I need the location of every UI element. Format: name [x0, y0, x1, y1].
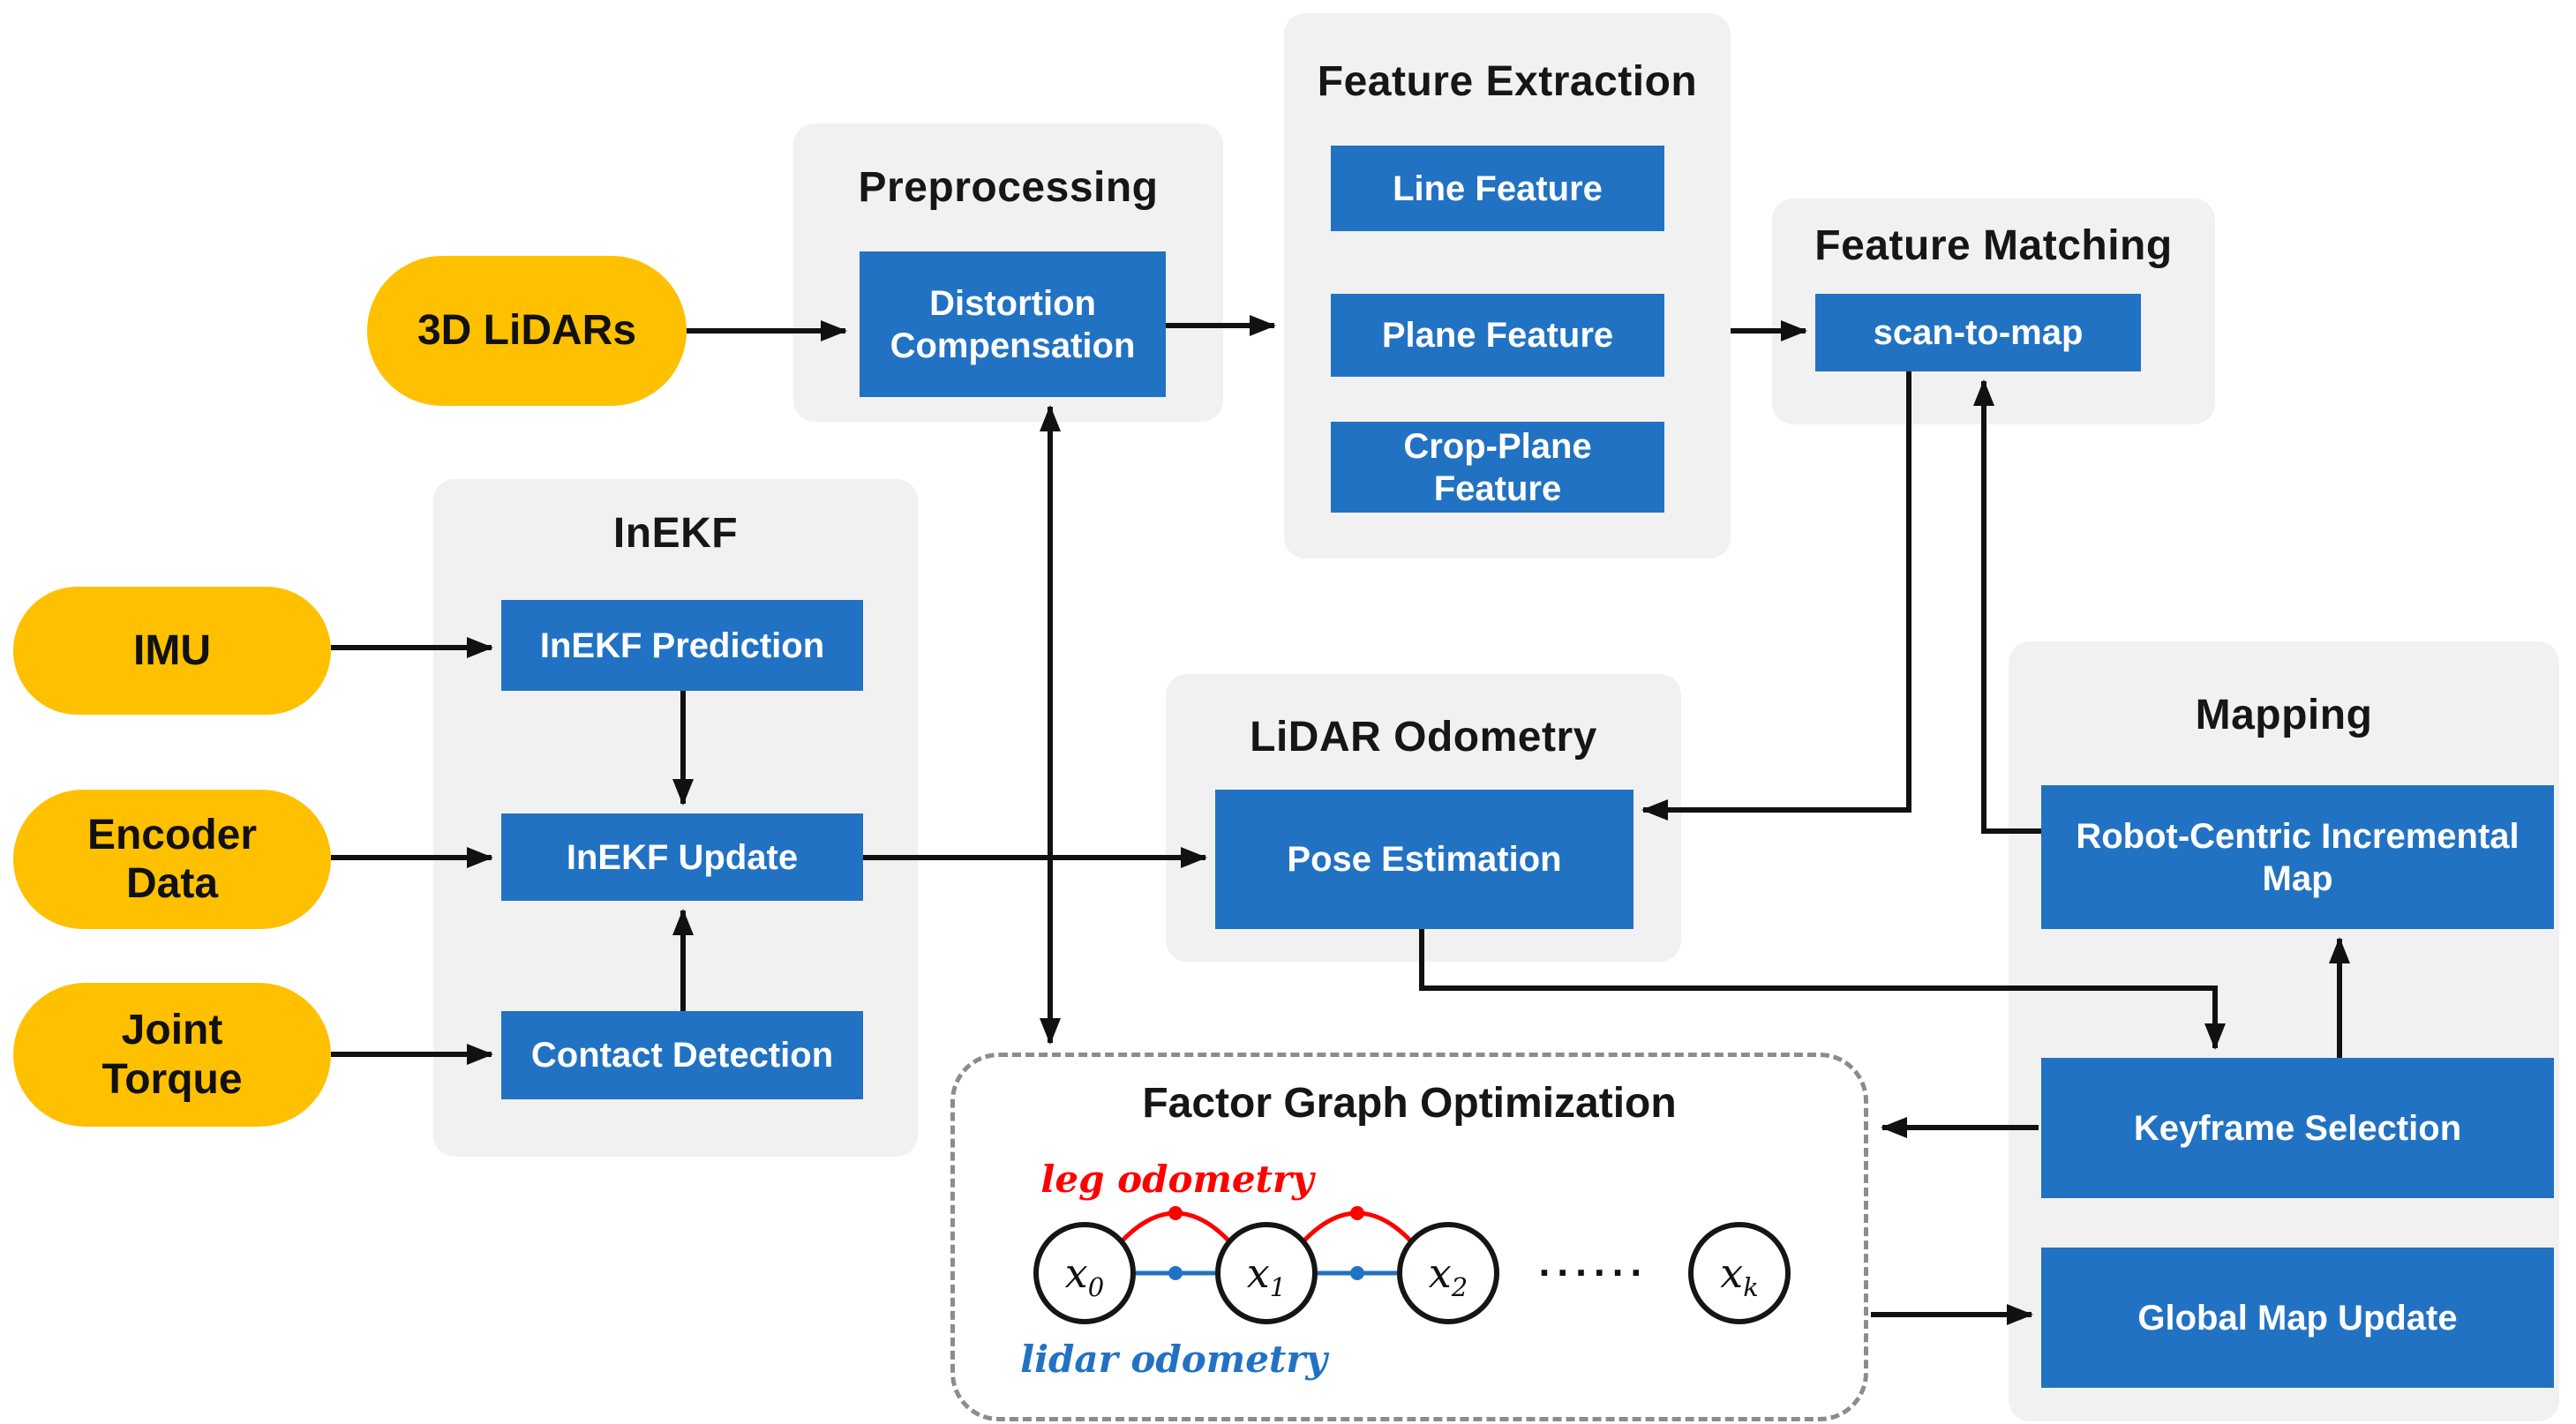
box-inekf-update: InEKF Update — [501, 813, 863, 901]
box-line-feature: Line Feature — [1331, 146, 1664, 231]
factor-graph-node-x0: x0 — [1033, 1222, 1136, 1324]
box-contact-detection: Contact Detection — [501, 1011, 863, 1099]
factor-graph-node-x1: x1 — [1215, 1222, 1318, 1324]
factor-graph-box: Factor Graph Optimization — [950, 1053, 1868, 1421]
factor-graph-node-xk: xk — [1688, 1222, 1791, 1324]
group-title-mapping: Mapping — [2195, 692, 2373, 738]
factor-graph-node-x2: x2 — [1397, 1222, 1499, 1324]
box-crop-plane-feature: Crop-Plane Feature — [1331, 422, 1664, 513]
box-inekf-prediction: InEKF Prediction — [501, 600, 863, 691]
lidar-odometry-label: lidar odometry — [1020, 1338, 1327, 1381]
box-scan-to-map: scan-to-map — [1815, 294, 2141, 371]
group-title-feature-extraction: Feature Extraction — [1317, 58, 1698, 105]
pill-3d-lidars: 3D LiDARs — [367, 256, 687, 406]
box-plane-feature: Plane Feature — [1331, 294, 1664, 377]
factor-graph-ellipsis: ∙∙∙∙∙∙ — [1538, 1249, 1649, 1295]
node-label: xk — [1720, 1249, 1759, 1303]
box-keyframe-selection: Keyframe Selection — [2041, 1058, 2554, 1198]
pill-joint-torque: Joint Torque — [13, 983, 331, 1127]
group-title-lidar-odometry: LiDAR Odometry — [1250, 714, 1597, 761]
box-robot-centric-incremental-map: Robot-Centric Incremental Map — [2041, 785, 2554, 929]
factor-graph-title: Factor Graph Optimization — [1142, 1080, 1677, 1127]
pill-encoder-data: Encoder Data — [13, 790, 331, 929]
node-label: x1 — [1246, 1249, 1287, 1303]
box-distortion-compensation: Distortion Compensation — [860, 251, 1166, 397]
group-title-preprocessing: Preprocessing — [858, 164, 1159, 211]
group-title-feature-matching: Feature Matching — [1814, 222, 2173, 269]
box-global-map-update: Global Map Update — [2041, 1248, 2554, 1388]
node-label: x0 — [1064, 1249, 1105, 1303]
node-label: x2 — [1428, 1249, 1468, 1303]
pill-imu: IMU — [13, 587, 331, 715]
leg-odometry-label: leg odometry — [1040, 1158, 1314, 1201]
box-pose-estimation: Pose Estimation — [1215, 790, 1633, 929]
group-title-inekf: InEKF — [612, 510, 739, 557]
